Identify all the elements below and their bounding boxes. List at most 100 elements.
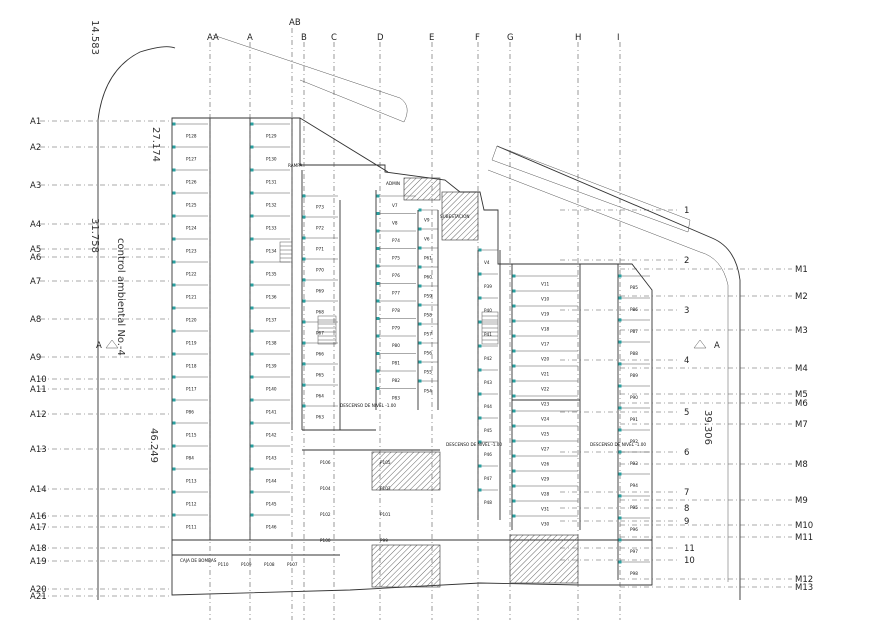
col1-column-marker bbox=[172, 237, 176, 241]
col3-column-marker bbox=[302, 341, 306, 345]
col2-space: P144 bbox=[266, 479, 277, 484]
col3-space: P63 bbox=[316, 415, 324, 420]
col2-column-marker bbox=[250, 122, 254, 126]
col2-space: P130 bbox=[266, 157, 277, 162]
col1-space: P121 bbox=[186, 295, 197, 300]
col7-column-marker bbox=[512, 394, 516, 398]
col8-column-marker bbox=[618, 472, 622, 476]
col2-space: P133 bbox=[266, 226, 277, 231]
col2-column-marker bbox=[250, 214, 254, 218]
grid-axis-label-c: C bbox=[331, 33, 337, 43]
mid-space: P105 bbox=[380, 460, 391, 465]
col7-column-marker bbox=[512, 469, 516, 473]
grid-label-m4: M4 bbox=[795, 364, 808, 374]
grid-label-a21: A21 bbox=[30, 592, 47, 602]
col7-column-marker bbox=[512, 319, 516, 323]
col6-space: P42 bbox=[484, 356, 492, 361]
col6-column-marker bbox=[478, 488, 482, 492]
col2-column-marker bbox=[250, 444, 254, 448]
col6-space: V4 bbox=[484, 260, 490, 265]
dimension-d1: 14.583 bbox=[89, 20, 100, 55]
col2-space: P135 bbox=[266, 272, 277, 277]
mid-space: P103 bbox=[380, 486, 391, 491]
col7-column-marker bbox=[512, 409, 516, 413]
col8-column-marker bbox=[618, 406, 622, 410]
grid-label-a5: A5 bbox=[30, 245, 41, 255]
col3-space: P68 bbox=[316, 310, 324, 315]
stairs-3 bbox=[279, 241, 293, 263]
col8-column-marker bbox=[618, 340, 622, 344]
col6-column-marker bbox=[478, 464, 482, 468]
grid-axis-label-d: D bbox=[377, 33, 384, 43]
col8-column-marker bbox=[618, 296, 622, 300]
col2-column-marker bbox=[250, 490, 254, 494]
col8-space: P87 bbox=[630, 329, 638, 334]
col3-space: P70 bbox=[316, 268, 324, 273]
col4-space: P75 bbox=[392, 255, 400, 260]
col2-column-marker bbox=[250, 145, 254, 149]
grid-label-m6: M6 bbox=[795, 399, 808, 409]
col8-space: P97 bbox=[630, 549, 638, 554]
hatched-area-2 bbox=[371, 544, 441, 588]
col3-column-marker bbox=[302, 278, 306, 282]
col2-space: P136 bbox=[266, 295, 277, 300]
col8-column-marker bbox=[618, 428, 622, 432]
grid-label-a6: A6 bbox=[30, 253, 41, 263]
col8-space: P92 bbox=[630, 439, 638, 444]
col6-column-marker bbox=[478, 440, 482, 444]
col4-space: P82 bbox=[392, 378, 400, 383]
grid-label-a7: A7 bbox=[30, 277, 41, 287]
grid-label-a14: A14 bbox=[30, 485, 47, 495]
col5-space: P55 bbox=[424, 370, 432, 375]
grid-label-a13: A13 bbox=[30, 445, 47, 455]
col7-column-marker bbox=[512, 514, 516, 518]
col7-space: V21 bbox=[541, 372, 550, 377]
col1-column-marker bbox=[172, 283, 176, 287]
col1-column-marker bbox=[172, 444, 176, 448]
plan-note-n2: DESCENSO DE NIVEL -1.00 bbox=[340, 403, 396, 408]
col2-column-marker bbox=[250, 375, 254, 379]
col8-column-marker bbox=[618, 538, 622, 542]
col5-column-marker bbox=[418, 360, 422, 364]
col6-space: P47 bbox=[484, 476, 492, 481]
dimension-d2: 27.174 bbox=[150, 127, 161, 162]
col7-space: V11 bbox=[541, 282, 550, 287]
col8-column-marker bbox=[618, 318, 622, 322]
grid-label-num-1: 1 bbox=[684, 206, 689, 216]
col1-space: P112 bbox=[186, 502, 197, 507]
col6-column-marker bbox=[478, 296, 482, 300]
col4-column-marker bbox=[376, 212, 380, 215]
col1-column-marker bbox=[172, 191, 176, 195]
vertical-annotation-text: control ambiental No.-4 bbox=[115, 238, 126, 356]
col8-space: P95 bbox=[630, 505, 638, 510]
col1-space: P128 bbox=[186, 134, 197, 139]
grid-label-num-8: 8 bbox=[684, 504, 689, 514]
col8-space: P85 bbox=[630, 285, 638, 290]
grid-axis-label-ab: AB bbox=[289, 18, 301, 28]
grid-label-num-6: 6 bbox=[684, 448, 689, 458]
col8-space: P93 bbox=[630, 461, 638, 466]
col7-column-marker bbox=[512, 334, 516, 338]
col5-space: P58 bbox=[424, 313, 432, 318]
grid-axis-label-i: I bbox=[617, 33, 620, 43]
col7-space: V18 bbox=[541, 327, 550, 332]
col5-space: V9 bbox=[424, 218, 430, 223]
col1-column-marker bbox=[172, 145, 176, 149]
grid-axis-label-h: H bbox=[575, 33, 581, 43]
grid-label-a1: A1 bbox=[30, 117, 41, 127]
col3-space: P73 bbox=[316, 205, 324, 210]
col6-space: P43 bbox=[484, 380, 492, 385]
col7-column-marker bbox=[512, 364, 516, 368]
col2-column-marker bbox=[250, 191, 254, 195]
col4-column-marker bbox=[376, 282, 380, 285]
col1-space: P123 bbox=[186, 249, 197, 254]
hatched-area-3 bbox=[509, 534, 579, 584]
col8-column-marker bbox=[618, 516, 622, 520]
grid-label-a4: A4 bbox=[30, 220, 41, 230]
grid-label-num-5: 5 bbox=[684, 408, 689, 418]
plan-note-n3: DESCENSO DE NIVEL -1.00 bbox=[446, 442, 502, 447]
col1-space: P122 bbox=[186, 272, 197, 277]
col7-space: V20 bbox=[541, 357, 550, 362]
col1-column-marker bbox=[172, 122, 176, 126]
